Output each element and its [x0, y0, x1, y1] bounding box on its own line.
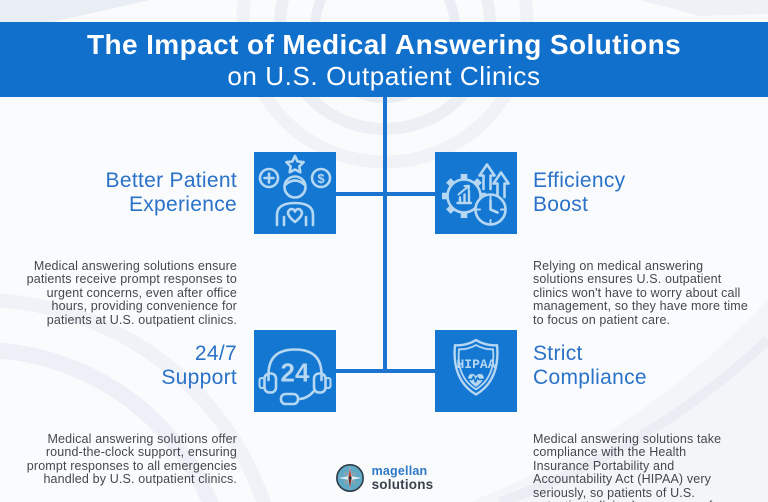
- section-heading: Strict Compliance: [533, 342, 647, 389]
- section-better-patient-experience: Better Patient Experience Medical answer…: [27, 133, 237, 363]
- page-subtitle: on U.S. Outpatient Clinics: [227, 60, 541, 91]
- header-banner: The Impact of Medical Answering Solution…: [0, 22, 768, 97]
- section-body: Medical answering solutions take complia…: [533, 432, 722, 502]
- gear-growth-clock-icon: [435, 152, 517, 234]
- top-horizontal-connector: [335, 192, 435, 196]
- svg-text:$: $: [317, 171, 325, 186]
- headset-24-icon: 24: [254, 330, 336, 412]
- page-title: The Impact of Medical Answering Solution…: [86, 28, 682, 60]
- compass-rose-icon: [335, 464, 364, 492]
- patient-care-icon: $: [254, 152, 336, 234]
- brand-name-secondary: solutions: [371, 476, 434, 492]
- section-heading: Better Patient Experience: [105, 169, 237, 216]
- hipaa-shield-icon: HIPAA: [435, 330, 517, 412]
- section-heading: Efficiency Boost: [533, 169, 626, 216]
- section-strict-compliance: Strict Compliance Medical answering solu…: [533, 306, 721, 502]
- footer-brand: magellan solutions: [0, 460, 768, 496]
- center-vertical-connector: [383, 97, 387, 372]
- brand-text: magellan solutions: [371, 463, 434, 492]
- icon-24-label: 24: [281, 358, 310, 388]
- brand-name: magellan: [371, 463, 428, 478]
- section-efficiency-boost: Efficiency Boost Relying on medical answ…: [533, 133, 748, 363]
- bottom-horizontal-connector: [335, 369, 435, 373]
- section-24-7-support: 24/7 Support Medical answering solutions…: [27, 306, 237, 502]
- section-heading: 24/7 Support: [161, 342, 237, 389]
- section-body: Medical answering solutions offer round-…: [26, 432, 237, 487]
- section-body: Relying on medical answering solutions e…: [533, 259, 748, 327]
- section-body: Medical answering solutions ensure patie…: [26, 259, 237, 327]
- icon-hipaa-label: HIPAA: [456, 357, 495, 372]
